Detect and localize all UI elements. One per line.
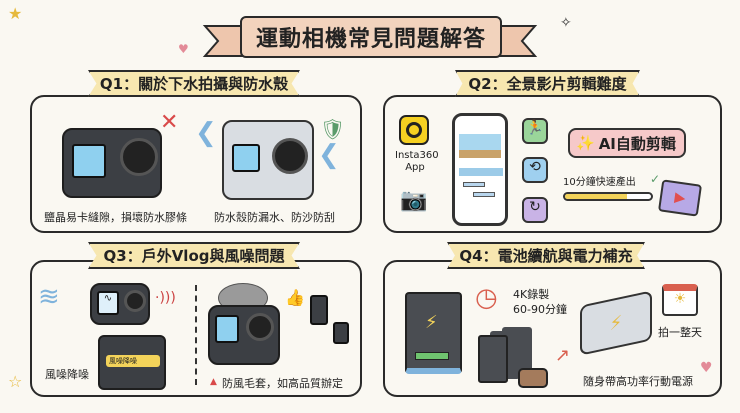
record-line1: 4K錄製: [513, 288, 550, 301]
q2-label: Q2：全景影片剪輯難度: [455, 70, 640, 97]
thumbs-up-icon: 👍: [285, 288, 305, 307]
arrow-icon: ↗: [555, 345, 571, 366]
lightning-icon: ⚡: [425, 312, 438, 333]
camera-icon: 📷: [400, 188, 428, 213]
loop-icon: ↻: [522, 197, 548, 223]
q4-caption: 隨身帶高功率行動電源: [583, 375, 693, 388]
wireless-mic-receiver: [333, 322, 349, 344]
motion-tracking-icon: 🏃: [522, 118, 548, 144]
timeline-clip: [463, 182, 485, 187]
shield-check-icon: 🛡: [320, 117, 346, 141]
water-arrows-icon: ❮: [195, 118, 217, 148]
all-day-label: 拍一整天: [658, 326, 702, 339]
heart-icon: ♥: [700, 360, 713, 376]
warning-triangle-icon: ▲: [210, 377, 217, 387]
battery-level: [415, 352, 449, 360]
progress-bar: [563, 192, 653, 201]
camera-with-windscreen: [208, 305, 280, 365]
camera-screen-settings: 風噪降噪: [98, 335, 166, 390]
q3-caption: 防風毛套，如高品質辦定: [222, 377, 343, 390]
page-title: 運動相機常見問題解答: [240, 16, 502, 58]
q4-label: Q4：電池續航與電力補充: [447, 242, 645, 269]
noise-reduction-toggle[interactable]: 風噪降噪: [106, 355, 160, 367]
camera-with-waveform: ∿: [90, 283, 150, 325]
record-line2: 60-90分鐘: [513, 303, 567, 316]
q1-caption-right: 防水殼防漏水、防沙防刮: [214, 211, 335, 224]
check-icon: ✓: [650, 172, 661, 186]
clock-icon: ◷: [475, 283, 498, 313]
record-time-label: 4K錄製 60-90分鐘: [513, 287, 567, 317]
ai-edit-label: AI自動剪輯: [598, 134, 676, 153]
insta360-app-icon[interactable]: [399, 115, 429, 145]
timeline-clip: [473, 192, 495, 197]
waveform-screen: ∿: [97, 291, 119, 315]
magic-wand-icon: ✨: [576, 134, 595, 152]
divider: [195, 285, 197, 385]
phone-editor: [452, 113, 508, 226]
video-preview: [459, 134, 501, 158]
wireless-mic-transmitter: [310, 295, 328, 325]
ai-edit-bubble: ✨AI自動剪輯: [568, 128, 686, 158]
star-icon: ☆: [8, 372, 23, 391]
progress-fill: [565, 194, 627, 199]
speed-label: 10分鐘快速產出: [563, 177, 636, 188]
waterproof-case-camera: [222, 120, 314, 200]
spare-batteries: [478, 335, 508, 383]
noise-reduction-label: 風噪降噪: [45, 368, 89, 381]
battery-case: [518, 368, 548, 388]
q3-label: Q3：戶外Vlog與風噪問題: [88, 242, 300, 269]
reframe-icon: ⟲: [522, 157, 548, 183]
calendar-sun-icon: ☀: [662, 284, 698, 316]
app-suffix: App: [405, 162, 425, 173]
heart-icon: ♥: [178, 42, 189, 56]
q1-label: Q1：關於下水拍攝與防水殼: [88, 70, 300, 97]
star-icon: ★: [8, 4, 23, 23]
q1-caption-left: 鹽晶易卡縫隙，損壞防水膠條: [44, 211, 187, 224]
cross-icon: ✕: [160, 110, 179, 135]
wind-icon: ≋: [38, 282, 60, 312]
water-arrows-icon: ❮: [318, 140, 340, 170]
timeline-track: [459, 168, 503, 176]
app-name: Insta360: [395, 150, 439, 161]
battery-icon: ⚡: [405, 292, 462, 374]
sound-wave-icon: ·))): [155, 290, 176, 306]
wet-camera: [62, 128, 162, 198]
video-film-icon: ▶: [657, 179, 703, 217]
sparkle-icon: ✧: [560, 15, 572, 31]
